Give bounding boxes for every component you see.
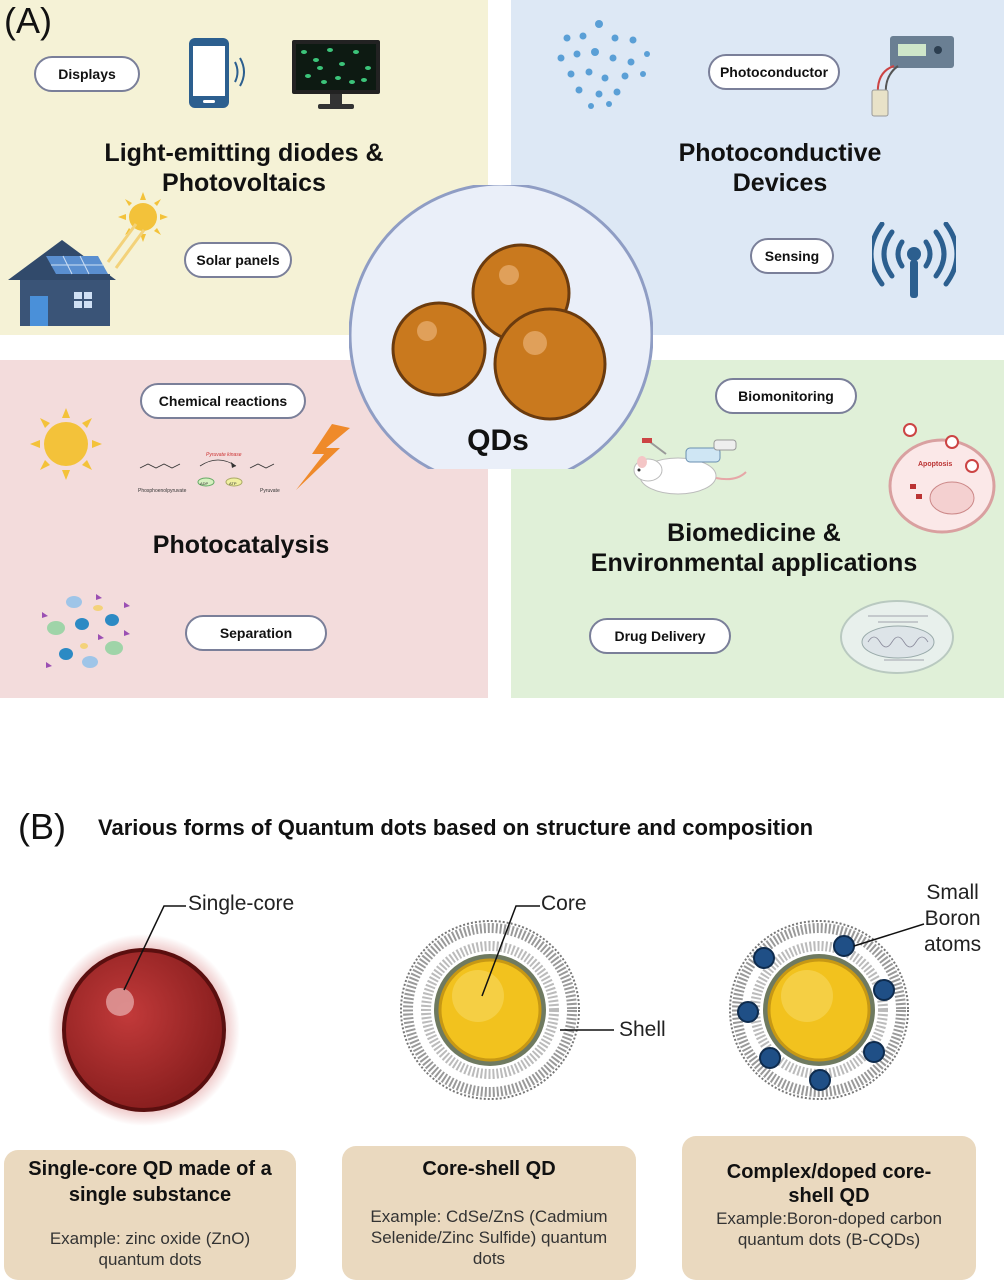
card-core-shell-title1: Core-shell QD	[422, 1158, 556, 1180]
boron-atom	[753, 947, 775, 969]
doped-core-shell-qd	[729, 920, 909, 1100]
card-doped-example2: quantum dots (B-CQDs)	[737, 1230, 921, 1249]
shell-label: Shell	[619, 1018, 666, 1041]
reaction-scheme: ADP ATP Pyruvate kinase Phosphoenolpyruv…	[138, 452, 280, 494]
boron-atom	[737, 1001, 759, 1023]
card-core-shell: Core-shell QD Example: CdSe/ZnS (Cadmium…	[342, 1146, 636, 1280]
title-led-photovoltaics: Light-emitting diodes & Photovoltaics	[60, 138, 428, 198]
sun-icon-catalysis	[30, 408, 102, 480]
core-label: Core	[541, 892, 587, 915]
boron-atom	[863, 1041, 885, 1063]
panel-b-label: (B)	[18, 806, 66, 847]
title-photoconductive-line2: Devices	[732, 169, 828, 197]
title-biomedicine: Biomedicine & Environmental applications	[560, 518, 948, 578]
pill-sensing: Sensing	[750, 238, 834, 274]
panel-b-title: Various forms of Quantum dots based on s…	[98, 815, 814, 840]
qd-sphere-left	[391, 301, 487, 397]
pill-separation: Separation	[185, 615, 327, 651]
reaction-enzyme-label: Pyruvate kinase	[206, 452, 242, 458]
card-doped-title1: Complex/doped core-	[726, 1161, 932, 1183]
core-pointer	[481, 905, 540, 997]
particles-icon	[557, 20, 650, 109]
card-single-core: Single-core QD made of a single substanc…	[4, 1150, 296, 1280]
boron-atom	[873, 979, 895, 1001]
boron-label-line3: atoms	[924, 933, 982, 956]
pill-chemical-reactions: Chemical reactions	[140, 383, 306, 419]
pill-displays: Displays	[34, 56, 140, 92]
qds-center-circle	[349, 185, 653, 469]
apoptosis-label: Apoptosis	[918, 461, 952, 468]
panel-a-label: (A)	[4, 0, 52, 41]
card-single-core-title1: Single-core QD made of a	[28, 1158, 272, 1180]
single-core-qd	[48, 934, 240, 1126]
antenna-signal-icon	[872, 222, 956, 298]
card-single-core-example2: quantum dots	[98, 1250, 202, 1269]
card-core-shell-example3: dots	[472, 1249, 506, 1268]
lightning-icon	[296, 424, 350, 490]
card-core-shell-example1: Example: CdSe/ZnS (Cadmium	[370, 1207, 608, 1226]
pill-photoconductor: Photoconductor	[708, 54, 840, 90]
card-core-shell-example2: Selenide/Zinc Sulfide) quantum	[370, 1228, 608, 1247]
single-core-pointer	[123, 905, 186, 991]
reaction-left-label: Phosphoenolpyruvate	[138, 488, 187, 494]
card-doped-title2: shell QD	[788, 1185, 870, 1207]
title-photocatalysis: Photocatalysis	[152, 531, 330, 559]
card-single-core-example1: Example: zinc oxide (ZnO)	[49, 1229, 251, 1248]
boron-label-line1: Small	[926, 881, 979, 904]
title-photoconductive-line1: Photoconductive	[678, 139, 882, 167]
molecules-separation-icon	[42, 594, 130, 668]
monitor-icon	[292, 40, 380, 109]
boron-label-line2: Boron	[924, 907, 981, 930]
cell-apoptosis-icon: Apoptosis	[888, 423, 996, 534]
title-photoconductive: Photoconductive Devices	[620, 138, 940, 198]
title-biomedicine-line1: Biomedicine &	[667, 519, 841, 547]
qds-label: QDs	[467, 424, 529, 457]
title-led-line2: Photovoltaics	[162, 169, 326, 197]
title-led-line1: Light-emitting diodes &	[104, 139, 384, 167]
photoconductor-device-icon	[871, 36, 954, 117]
core-shell-qd	[400, 920, 580, 1100]
pill-solar-panels: Solar panels	[184, 242, 292, 278]
smartphone-icon	[189, 38, 245, 108]
card-doped-core-shell: Complex/doped core- shell QD Example:Bor…	[682, 1136, 976, 1280]
boron-label: Small Boron atoms	[924, 880, 981, 958]
solar-house-icon	[8, 223, 146, 326]
reaction-adp-label: ADP	[200, 481, 209, 486]
pill-drug-delivery: Drug Delivery	[589, 618, 731, 654]
mitochondria-pathway-icon	[840, 600, 954, 674]
card-single-core-title2: single substance	[68, 1184, 232, 1206]
qd-sphere-right	[493, 307, 607, 421]
mouse-injection-icon	[633, 438, 747, 495]
reaction-atp-label: ATP	[229, 481, 237, 486]
pill-biomonitoring: Biomonitoring	[715, 378, 857, 414]
single-core-label: Single-core	[188, 892, 295, 915]
boron-atom	[809, 1069, 831, 1091]
boron-pointer	[853, 923, 925, 947]
shell-pointer	[560, 1029, 614, 1031]
title-biomedicine-line2: Environmental applications	[590, 549, 918, 577]
card-doped-example1: Example:Boron-doped carbon	[716, 1209, 942, 1228]
reaction-right-label: Pyruvate	[260, 488, 280, 494]
boron-atom	[759, 1047, 781, 1069]
